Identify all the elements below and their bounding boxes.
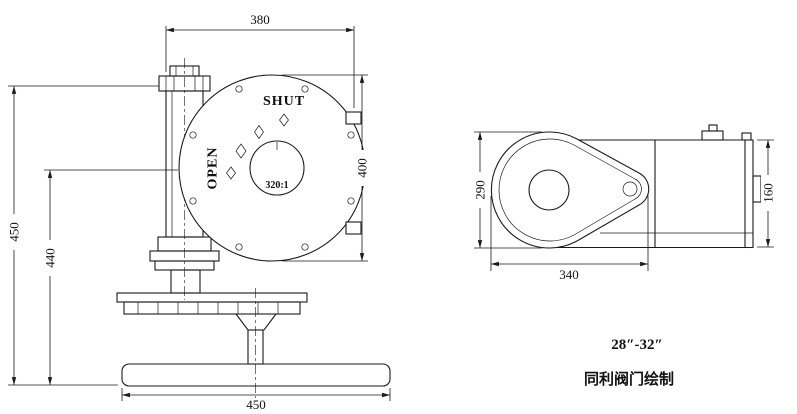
dim-side-height: 290 [473, 131, 542, 249]
dim-side-length: 340 [490, 195, 649, 282]
dim-left-overall: 450 [7, 85, 159, 386]
gearbox-body [548, 124, 766, 249]
label-mask [7, 214, 21, 250]
front-view: 320:1 SHUT OPEN [7, 12, 391, 412]
worm-shaft-bore [528, 169, 570, 211]
dim-side-body-height-label: 160 [761, 183, 776, 203]
gearcase-teardrop [490, 131, 650, 249]
label-mask [43, 240, 57, 276]
label-mask [473, 172, 487, 208]
dim-left-inner-label: 440 [43, 248, 58, 268]
side-view: 290 340 160 [473, 124, 776, 282]
dim-base-width: 450 [121, 388, 391, 412]
valve-flange [116, 288, 308, 398]
dim-top-width: 380 [165, 12, 355, 108]
notes: 28″-32″ 同利阀门绘制 [584, 337, 674, 388]
position-indicator-diamonds [226, 113, 289, 180]
dim-side-length-label: 340 [559, 267, 579, 282]
label-mask [761, 175, 775, 211]
base-plate [121, 363, 391, 387]
teardrop-inner-outline [498, 138, 642, 242]
bolt-holes [189, 85, 355, 251]
dim-left-overall-label: 450 [7, 222, 22, 242]
size-range-note: 28″-32″ [611, 337, 663, 353]
teardrop-outline [490, 131, 650, 249]
mounting-tab-upper [345, 111, 362, 125]
shut-label: SHUT [263, 94, 305, 109]
dim-right-height: 400 [282, 74, 370, 262]
dim-side-height-label: 290 [473, 180, 488, 200]
dim-left-inner: 440 [43, 169, 178, 385]
dim-top-width-label: 380 [250, 12, 270, 27]
dim-right-height-label: 400 [355, 158, 370, 178]
label-mask [355, 150, 369, 186]
dim-side-body-height: 160 [757, 139, 776, 248]
open-label: OPEN [206, 147, 221, 190]
top-knob [708, 124, 718, 132]
gear-ratio-label: 320:1 [265, 180, 288, 191]
indicator-hub [249, 140, 305, 196]
dim-base-width-label: 450 [246, 397, 266, 412]
maker-note: 同利阀门绘制 [584, 370, 674, 388]
mounting-tab-lower [345, 221, 362, 235]
gearbox-face: 320:1 SHUT OPEN [178, 74, 366, 262]
valve-neck [234, 313, 278, 331]
input-bore [622, 181, 638, 197]
top-cap [701, 130, 724, 141]
top-bolt [741, 132, 752, 141]
